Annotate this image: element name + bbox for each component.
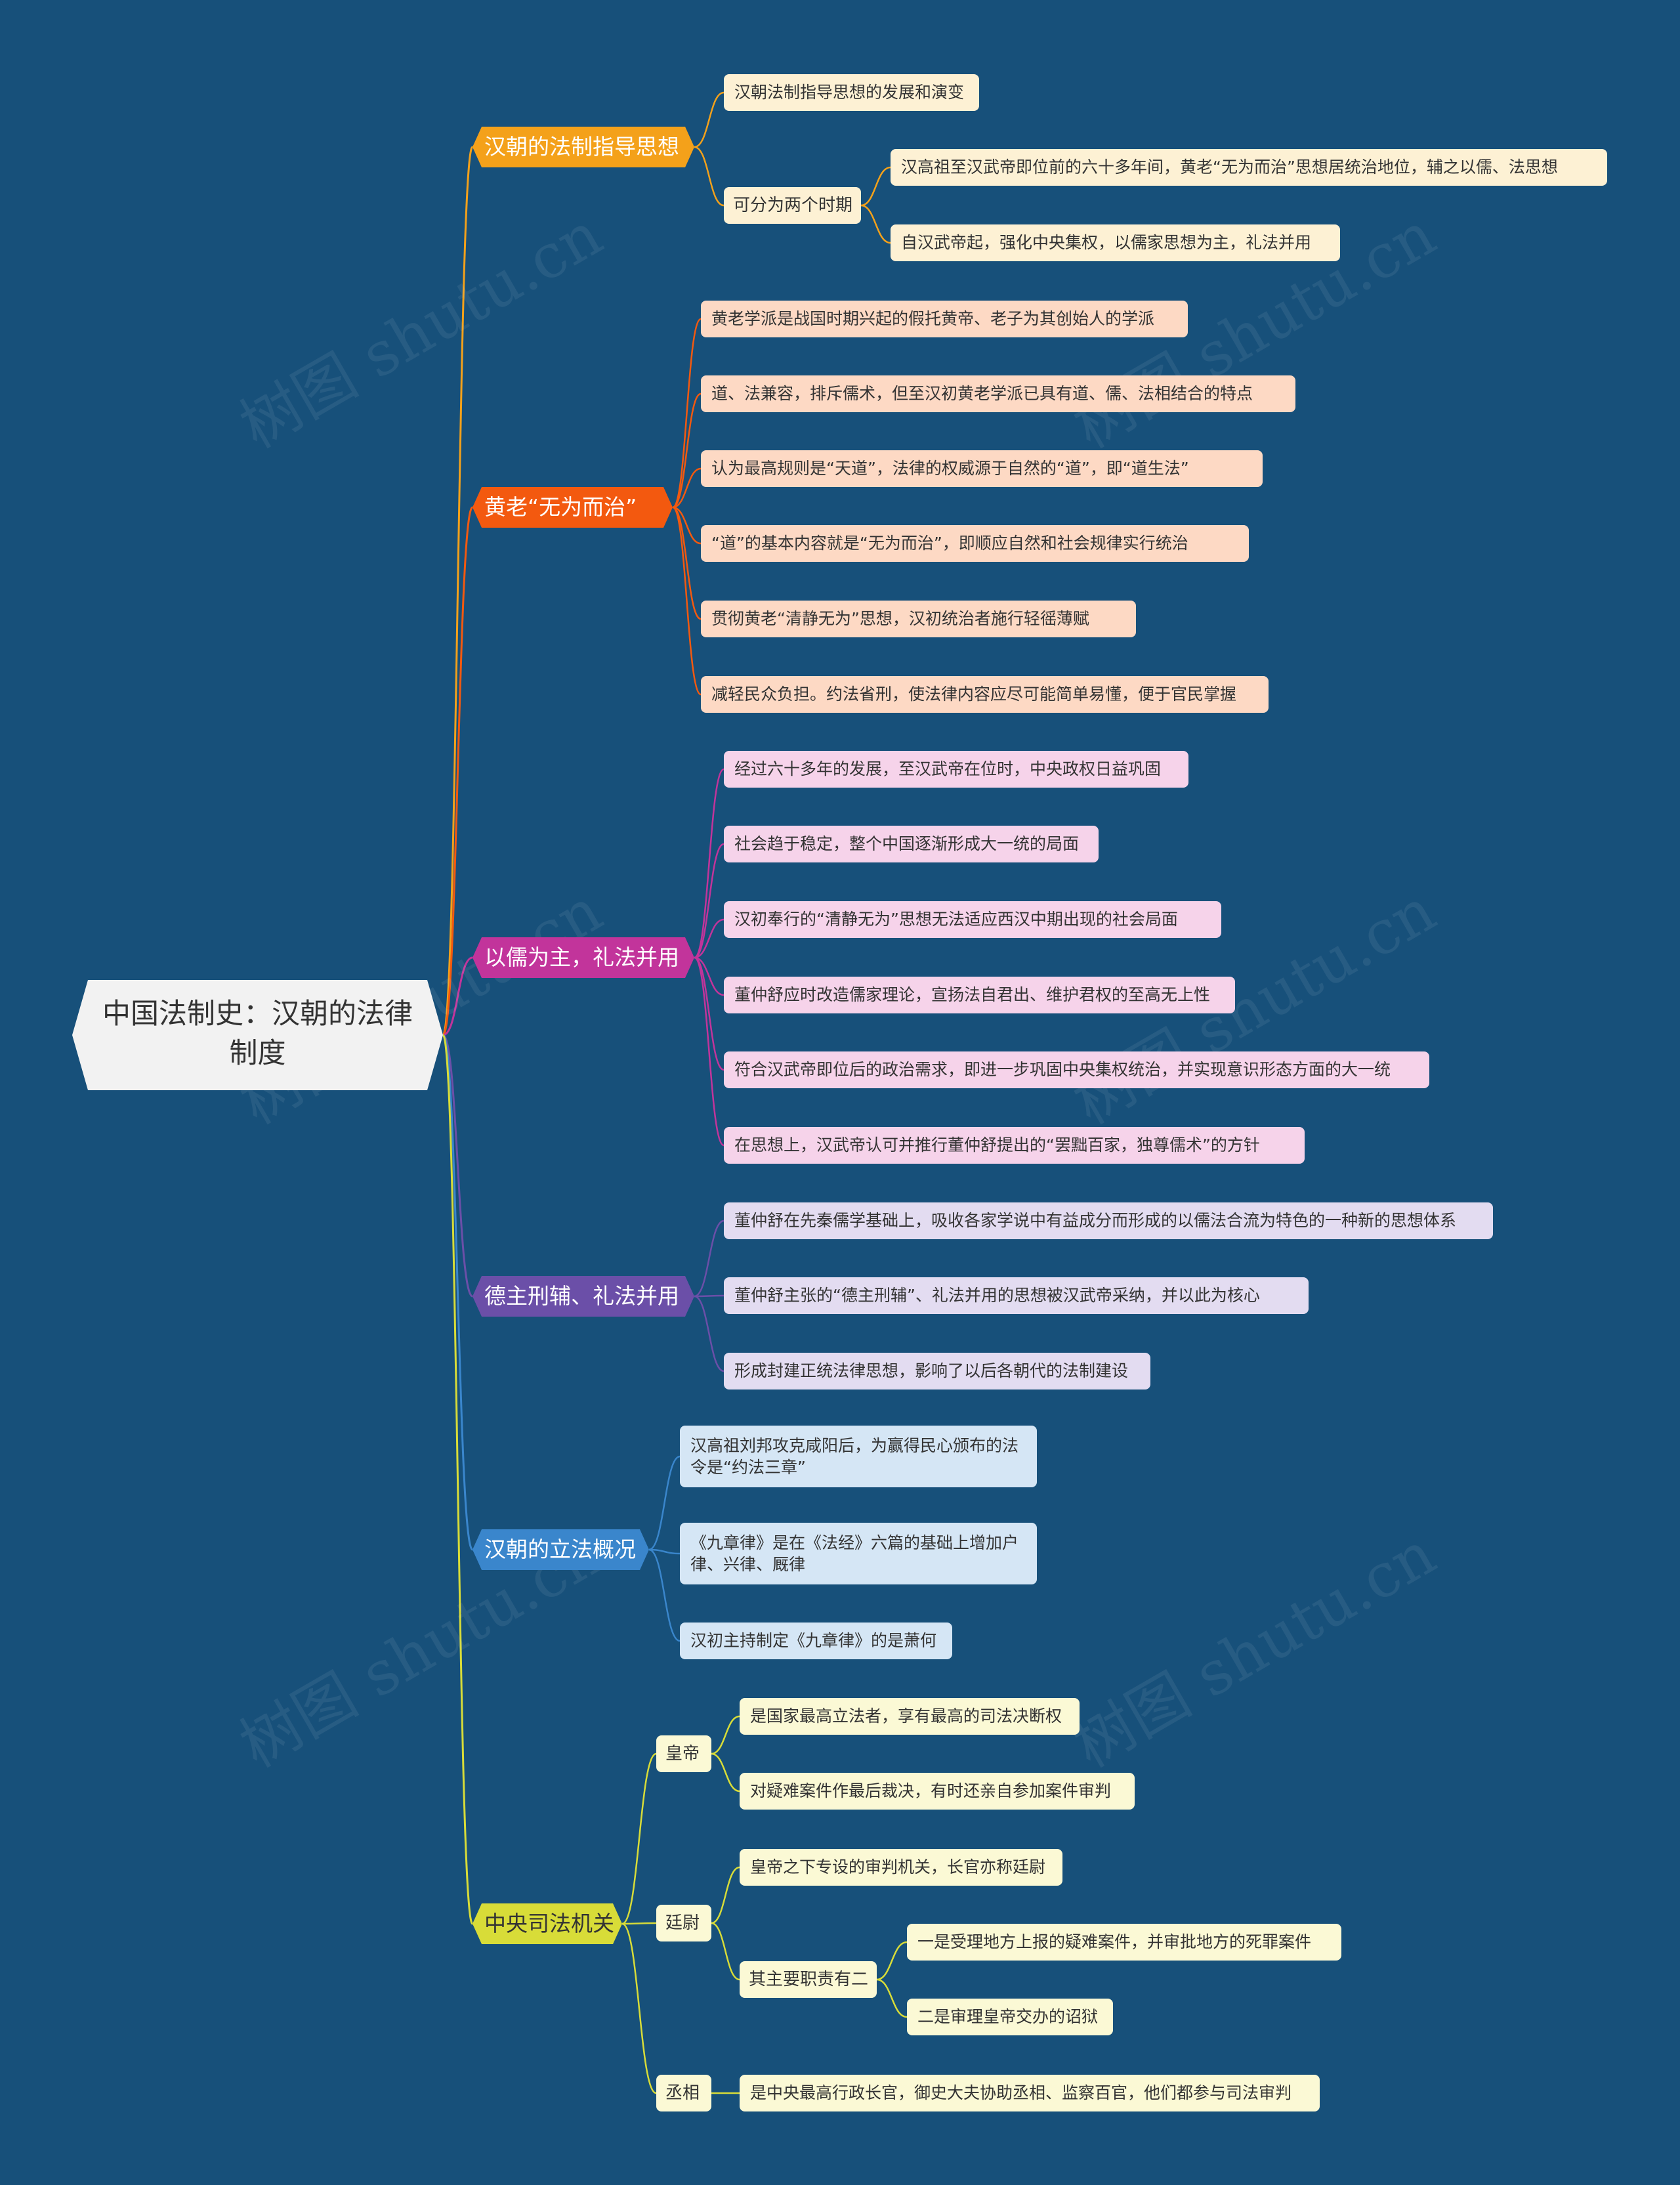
- leaf-legislation-1[interactable]: 汉高祖刘邦攻克咸阳后，为赢得民心颁布的法令是“约法三章”: [680, 1426, 1037, 1487]
- branch-legislation[interactable]: 汉朝的立法概况: [472, 1529, 649, 1570]
- connector: [442, 1034, 474, 1925]
- connector: [694, 146, 724, 207]
- connector: [442, 506, 474, 1036]
- connector: [442, 1034, 474, 1298]
- branch-confucian[interactable]: 以儒为主，礼法并用: [472, 937, 694, 978]
- connector: [442, 1034, 474, 1551]
- leaf-huanglao-2[interactable]: 道、法兼容，排斥儒术，但至汉初黄老学派已具有道、儒、法相结合的特点: [701, 375, 1295, 412]
- connector: [442, 956, 473, 1036]
- leaf-virtue-1[interactable]: 董仲舒在先秦儒学基础上，吸收各家学说中有益成分而形成的以儒法合流为特色的一种新的…: [724, 1202, 1493, 1239]
- connector: [694, 918, 724, 959]
- connector: [694, 1220, 724, 1298]
- connector: [621, 1922, 657, 1925]
- connector: [672, 318, 702, 509]
- node-chengxiang[interactable]: 丞相: [656, 2075, 711, 2111]
- connector: [694, 956, 724, 1147]
- node-tingwei-duties[interactable]: 其主要职责有二: [740, 1961, 877, 1998]
- leaf-period-wudi[interactable]: 自汉武帝起，强化中央集权，以儒家思想为主，礼法并用: [891, 224, 1340, 261]
- connector: [621, 1922, 657, 2094]
- connector: [694, 1295, 724, 1372]
- connector: [694, 768, 724, 959]
- connector: [648, 1548, 681, 1555]
- leaf-tingwei-1[interactable]: 皇帝之下专设的审判机关，长官亦称廷尉: [740, 1849, 1062, 1886]
- node-two-periods[interactable]: 可分为两个时期: [724, 187, 861, 224]
- leaf-legislation-2[interactable]: 《九章律》是在《法经》六篇的基础上增加户律、兴律、厩律: [680, 1523, 1037, 1584]
- leaf-confucian-6[interactable]: 在思想上，汉武帝认可并推行董仲舒提出的“罢黜百家，独尊儒术”的方针: [724, 1127, 1305, 1164]
- connector: [648, 1455, 681, 1551]
- connector: [621, 1752, 657, 1925]
- leaf-virtue-3[interactable]: 形成封建正统法律思想，影响了以后各朝代的法制建设: [724, 1353, 1150, 1389]
- connector: [442, 146, 474, 1036]
- leaf-confucian-2[interactable]: 社会趋于稳定，整个中国逐渐形成大一统的局面: [724, 826, 1099, 862]
- connector: [860, 166, 891, 207]
- leaf-confucian-5[interactable]: 符合汉武帝即位后的政治需求，即进一步巩固中央集权统治，并实现意识形态方面的大一统: [724, 1051, 1429, 1088]
- leaf-huanglao-4[interactable]: “道”的基本内容就是“无为而治”，即顺应自然和社会规律实行统治: [701, 525, 1249, 562]
- connector: [860, 204, 891, 244]
- root-topic[interactable]: 中国法制史：汉朝的法律制度: [72, 980, 443, 1090]
- leaf-period-huanglao[interactable]: 汉高祖至汉武帝即位前的六十多年间，黄老“无为而治”思想居统治地位，辅之以儒、法思…: [891, 149, 1607, 186]
- leaf-confucian-4[interactable]: 董仲舒应时改造儒家理论，宣扬法自君出、维护君权的至高无上性: [724, 977, 1235, 1013]
- leaf-huanglao-5[interactable]: 贯彻黄老“清静无为”思想，汉初统治者施行轻徭薄赋: [701, 601, 1136, 637]
- leaf-duty-1[interactable]: 一是受理地方上报的疑难案件，并审批地方的死罪案件: [907, 1924, 1341, 1961]
- branch-judicial-organs[interactable]: 中央司法机关: [472, 1903, 622, 1944]
- leaf-chengxiang-1[interactable]: 是中央最高行政长官，御史大夫协助丞相、监察百官，他们都参与司法审判: [740, 2075, 1320, 2111]
- leaf-virtue-2[interactable]: 董仲舒主张的“德主刑辅”、礼法并用的思想被汉武帝采纳，并以此为核心: [724, 1277, 1309, 1314]
- branch-huanglao[interactable]: 黄老“无为而治”: [472, 487, 673, 528]
- branch-guiding-thought[interactable]: 汉朝的法制指导思想: [472, 127, 694, 167]
- leaf-confucian-3[interactable]: 汉初奉行的“清静无为”思想无法适应西汉中期出现的社会局面: [724, 901, 1221, 938]
- connector: [876, 1941, 908, 1981]
- connector: [876, 1978, 908, 2018]
- connector: [672, 506, 702, 620]
- connector: [672, 392, 702, 509]
- connector: [711, 1922, 740, 1981]
- leaf-huanglao-6[interactable]: 减轻民众负担。约法省刑，使法律内容应尽可能简单易懂，便于官民掌握: [701, 676, 1269, 713]
- node-tingwei[interactable]: 廷尉: [656, 1905, 711, 1941]
- leaf-legislation-3[interactable]: 汉初主持制定《九章律》的是萧何: [680, 1623, 952, 1659]
- connector: [694, 956, 724, 1071]
- leaf-huanglao-1[interactable]: 黄老学派是战国时期兴起的假托黄帝、老子为其创始人的学派: [701, 301, 1188, 337]
- node-emperor[interactable]: 皇帝: [656, 1735, 711, 1772]
- branch-virtue-punishment[interactable]: 德主刑辅、礼法并用: [472, 1276, 694, 1317]
- connector: [711, 1715, 740, 1755]
- connector: [648, 1548, 681, 1642]
- leaf-emperor-1[interactable]: 是国家最高立法者，享有最高的司法决断权: [740, 1698, 1080, 1735]
- connector: [672, 467, 702, 509]
- connector: [694, 843, 724, 959]
- connector: [694, 91, 724, 148]
- connector: [694, 956, 724, 996]
- leaf-duty-2[interactable]: 二是审理皇帝交办的诏狱: [907, 1999, 1113, 2035]
- leaf-confucian-1[interactable]: 经过六十多年的发展，至汉武帝在位时，中央政权日益巩固: [724, 751, 1188, 788]
- connector: [672, 506, 702, 696]
- connector: [711, 1866, 740, 1924]
- connector: [672, 506, 702, 545]
- leaf-emperor-2[interactable]: 对疑难案件作最后裁决，有时还亲自参加案件审判: [740, 1773, 1135, 1810]
- leaf-guiding-thought-evolution[interactable]: 汉朝法制指导思想的发展和演变: [724, 74, 979, 111]
- connector: [711, 1752, 740, 1793]
- leaf-huanglao-3[interactable]: 认为最高规则是“天道”，法律的权威源于自然的“道”，即“道生法”: [701, 450, 1263, 487]
